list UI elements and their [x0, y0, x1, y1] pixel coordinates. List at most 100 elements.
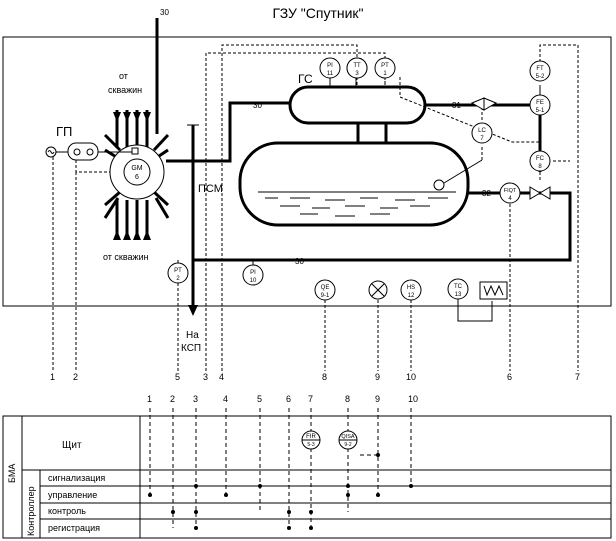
line-number-32: 32	[482, 189, 491, 198]
instrument-fiqt-4	[499, 182, 521, 204]
signal-7	[539, 44, 579, 371]
fe51-number: 5-1	[536, 108, 545, 114]
fiqt4-letters: FIQT	[504, 188, 517, 194]
svg-text:1: 1	[147, 394, 152, 404]
svg-text:3: 3	[203, 372, 208, 382]
lc7-letters: LC	[478, 128, 486, 134]
svg-text:10: 10	[406, 372, 416, 382]
tt3-letters: TT	[353, 63, 361, 69]
fc8-number: 8	[538, 164, 542, 170]
line-number-31: 31	[452, 101, 461, 110]
hs12-number: 12	[408, 293, 415, 299]
row-signalizatsiya: сигнализация	[48, 473, 105, 483]
svg-text:5: 5	[257, 394, 262, 404]
label-psm: ПСМ	[198, 183, 223, 195]
pt2-letters: PT	[174, 268, 182, 274]
svg-text:9: 9	[375, 372, 380, 382]
instrument-row-gs	[319, 57, 396, 79]
pt2-number: 2	[176, 276, 180, 282]
ft52-number: 5-2	[536, 74, 545, 80]
fe51-letters: FE	[536, 100, 544, 106]
ft52-letters: FT	[536, 66, 544, 72]
bus-numbers: 1 2 3 4 5 6 7 8 9 10	[147, 394, 418, 404]
plant-frame	[2, 36, 612, 307]
tc-link	[457, 299, 493, 322]
line-number-30-top: 30	[160, 8, 169, 17]
plant-bottom-numbers: 1 2 5 3 4 8 9 10 6 7	[50, 372, 580, 382]
label-ot-top: от	[119, 71, 128, 81]
panel-instrument-fir-5-3	[301, 430, 321, 450]
svg-text:2: 2	[73, 372, 78, 382]
signal-lamp-icon	[368, 280, 388, 300]
label-na: На	[186, 330, 199, 341]
svg-text:4: 4	[223, 394, 228, 404]
qisa92-number: 9-2	[344, 442, 351, 448]
fc8-letters: FC	[536, 156, 545, 162]
instrument-fc-8	[529, 150, 551, 172]
hs12-letters: HS	[407, 285, 415, 291]
instrument-pi-10	[242, 264, 264, 286]
instrument-lc-7	[471, 122, 493, 144]
svg-text:1: 1	[50, 372, 55, 382]
tank-liquid-hatch	[265, 197, 448, 217]
label-ksp: КСП	[181, 343, 201, 354]
liquid-control-valve	[529, 186, 551, 200]
pi10-letters: PI	[250, 270, 256, 276]
main-tank	[238, 141, 470, 227]
row-registratsiya: регистрация	[48, 523, 100, 533]
pi10-number: 10	[250, 278, 257, 284]
pt1-number: 1	[383, 71, 387, 77]
svg-text:8: 8	[345, 394, 350, 404]
svg-text:7: 7	[575, 372, 580, 382]
svg-text:6: 6	[507, 372, 512, 382]
control-block-frame	[2, 415, 612, 539]
float-lever	[443, 159, 483, 184]
gm-tag-number: 6	[135, 174, 139, 181]
pt1-letters: PT	[381, 63, 389, 69]
gp-motor-symbol	[47, 150, 55, 154]
instrument-ft-5-2	[529, 60, 551, 82]
svg-text:10: 10	[408, 394, 418, 404]
pt1-to-fe	[399, 77, 540, 143]
tc13-number: 13	[455, 292, 462, 298]
svg-text:5: 5	[175, 372, 180, 382]
qe91-number: 9-1	[321, 293, 330, 299]
lc7-number: 7	[480, 136, 484, 142]
label-shchit: Щит	[62, 440, 82, 451]
svg-text:3: 3	[193, 394, 198, 404]
gp-unit	[67, 142, 99, 161]
bus-junction-dots	[148, 453, 413, 530]
gm-tag-letters: GM	[131, 165, 142, 172]
fir53-number: 5-3	[307, 442, 314, 448]
signal-4	[221, 44, 358, 371]
panel-instrument-qisa-9-2	[338, 430, 358, 450]
gas-separator-vessel	[288, 85, 427, 125]
well-manifold	[103, 110, 170, 240]
svg-text:4: 4	[219, 372, 224, 382]
pi11-tag-letters: PI	[327, 63, 333, 69]
instrument-hs-12	[400, 279, 422, 301]
pi11-tag-number: 11	[327, 71, 334, 77]
label-gs: ГС	[298, 72, 313, 86]
heater-icon	[479, 281, 508, 300]
label-ot-skvazhin-bottom: от скважин	[103, 252, 149, 262]
level-float	[433, 179, 445, 191]
qisa92-letters: QISA	[341, 434, 354, 440]
fiqt4-number: 4	[508, 196, 512, 202]
row-upravlenie: управление	[48, 490, 97, 500]
label-gp: ГП	[56, 124, 72, 139]
signal-3	[205, 52, 386, 371]
fir53-letters: FIR	[306, 434, 316, 440]
gas-control-valve	[470, 97, 498, 111]
instrument-fe-5-1	[529, 94, 551, 116]
pipe-line-30	[166, 101, 290, 163]
signal-2a	[75, 160, 110, 173]
line-number-30-left: 30	[253, 101, 262, 110]
instrument-tc-13	[447, 278, 469, 300]
bus-lines	[149, 408, 412, 528]
row-kontrol: контроль	[48, 506, 86, 516]
arrow-to-ksp	[188, 305, 198, 316]
svg-text:2: 2	[170, 394, 175, 404]
svg-text:6: 6	[286, 394, 291, 404]
